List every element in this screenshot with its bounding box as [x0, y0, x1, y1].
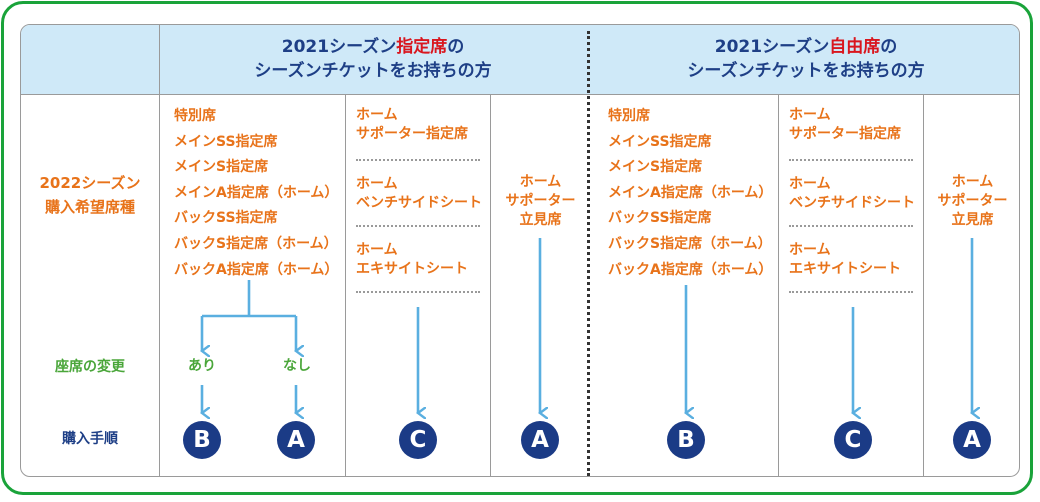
list-item: バックA指定席（ホーム） — [174, 261, 339, 278]
list-item: バックA指定席（ホーム） — [608, 261, 773, 278]
list-item: バックS指定席（ホーム） — [174, 235, 338, 252]
home-supporter-seat-right: ホームサポーター指定席 — [789, 107, 901, 142]
option-change-yes: あり — [188, 358, 216, 374]
header-reserved-holders: 2021シーズン指定席の シーズンチケットをお持ちの方 — [254, 37, 492, 81]
list-item: バックS指定席（ホーム） — [608, 235, 772, 252]
list-item: メインS指定席 — [608, 159, 703, 176]
procedure-badge-a: A — [953, 421, 991, 459]
home-standing-left: ホームサポーター立見席 — [505, 174, 576, 228]
seat-procedure-table: 2021シーズン指定席の シーズンチケットをお持ちの方 2021シーズン自由席の… — [20, 24, 1020, 477]
dotted-separator — [356, 225, 480, 227]
list-item: メインS指定席 — [174, 159, 269, 176]
list-item: メインSS指定席 — [608, 133, 712, 150]
home-supporter-seat-left: ホームサポーター指定席 — [356, 107, 468, 142]
procedure-badge-b: B — [183, 421, 221, 459]
label-procedure: 購入手順 — [62, 431, 118, 447]
header-free-holders: 2021シーズン自由席の シーズンチケットをお持ちの方 — [687, 37, 925, 81]
dotted-separator — [789, 291, 913, 293]
home-bench-side-right: ホームベンチサイドシート — [789, 176, 915, 211]
list-item: メインA指定席（ホーム） — [608, 184, 773, 201]
procedure-badge-a: A — [277, 421, 315, 459]
option-change-no: なし — [283, 358, 311, 374]
branch-connector — [202, 280, 296, 318]
dotted-separator — [356, 159, 480, 161]
procedure-badge-c: C — [834, 421, 872, 459]
divider-col-b — [490, 94, 491, 476]
home-standing-right: ホームサポーター立見席 — [937, 174, 1008, 228]
divider-col-c — [778, 94, 779, 476]
list-item: メインSS指定席 — [174, 133, 278, 150]
divider-header — [21, 94, 1019, 95]
dotted-separator — [789, 159, 913, 161]
list-item: バックSS指定席 — [174, 210, 278, 227]
label-seat-type: 2022シーズン 購入希望席種 — [39, 174, 141, 216]
header-row — [21, 25, 1019, 94]
divider-season-groups — [587, 31, 590, 476]
list-item: 特別席 — [174, 108, 216, 124]
list-item: 特別席 — [608, 108, 650, 124]
flow-arrows — [21, 238, 1020, 477]
home-excite-seat-left: ホームエキサイトシート — [356, 242, 468, 277]
outer-frame — [1, 1, 1033, 495]
home-excite-seat-right: ホームエキサイトシート — [789, 242, 901, 277]
procedure-badge-a: A — [521, 421, 559, 459]
procedure-badge-b: B — [667, 421, 705, 459]
free-seat-list: 特別席 メインSS指定席 メインS指定席 メインA指定席（ホーム） バックSS指… — [608, 104, 772, 283]
dotted-separator — [789, 225, 913, 227]
reserved-seat-list: 特別席 メインSS指定席 メインS指定席 メインA指定席（ホーム） バックSS指… — [174, 104, 338, 283]
procedure-badge-c: C — [399, 421, 437, 459]
home-bench-side-left: ホームベンチサイドシート — [356, 176, 482, 211]
dotted-separator — [356, 291, 480, 293]
list-item: バックSS指定席 — [608, 210, 712, 227]
divider-col-a — [345, 94, 346, 476]
list-item: メインA指定席（ホーム） — [174, 184, 339, 201]
divider-col-d — [923, 94, 924, 476]
divider-label-column — [159, 25, 160, 476]
label-seat-change: 座席の変更 — [55, 359, 125, 375]
